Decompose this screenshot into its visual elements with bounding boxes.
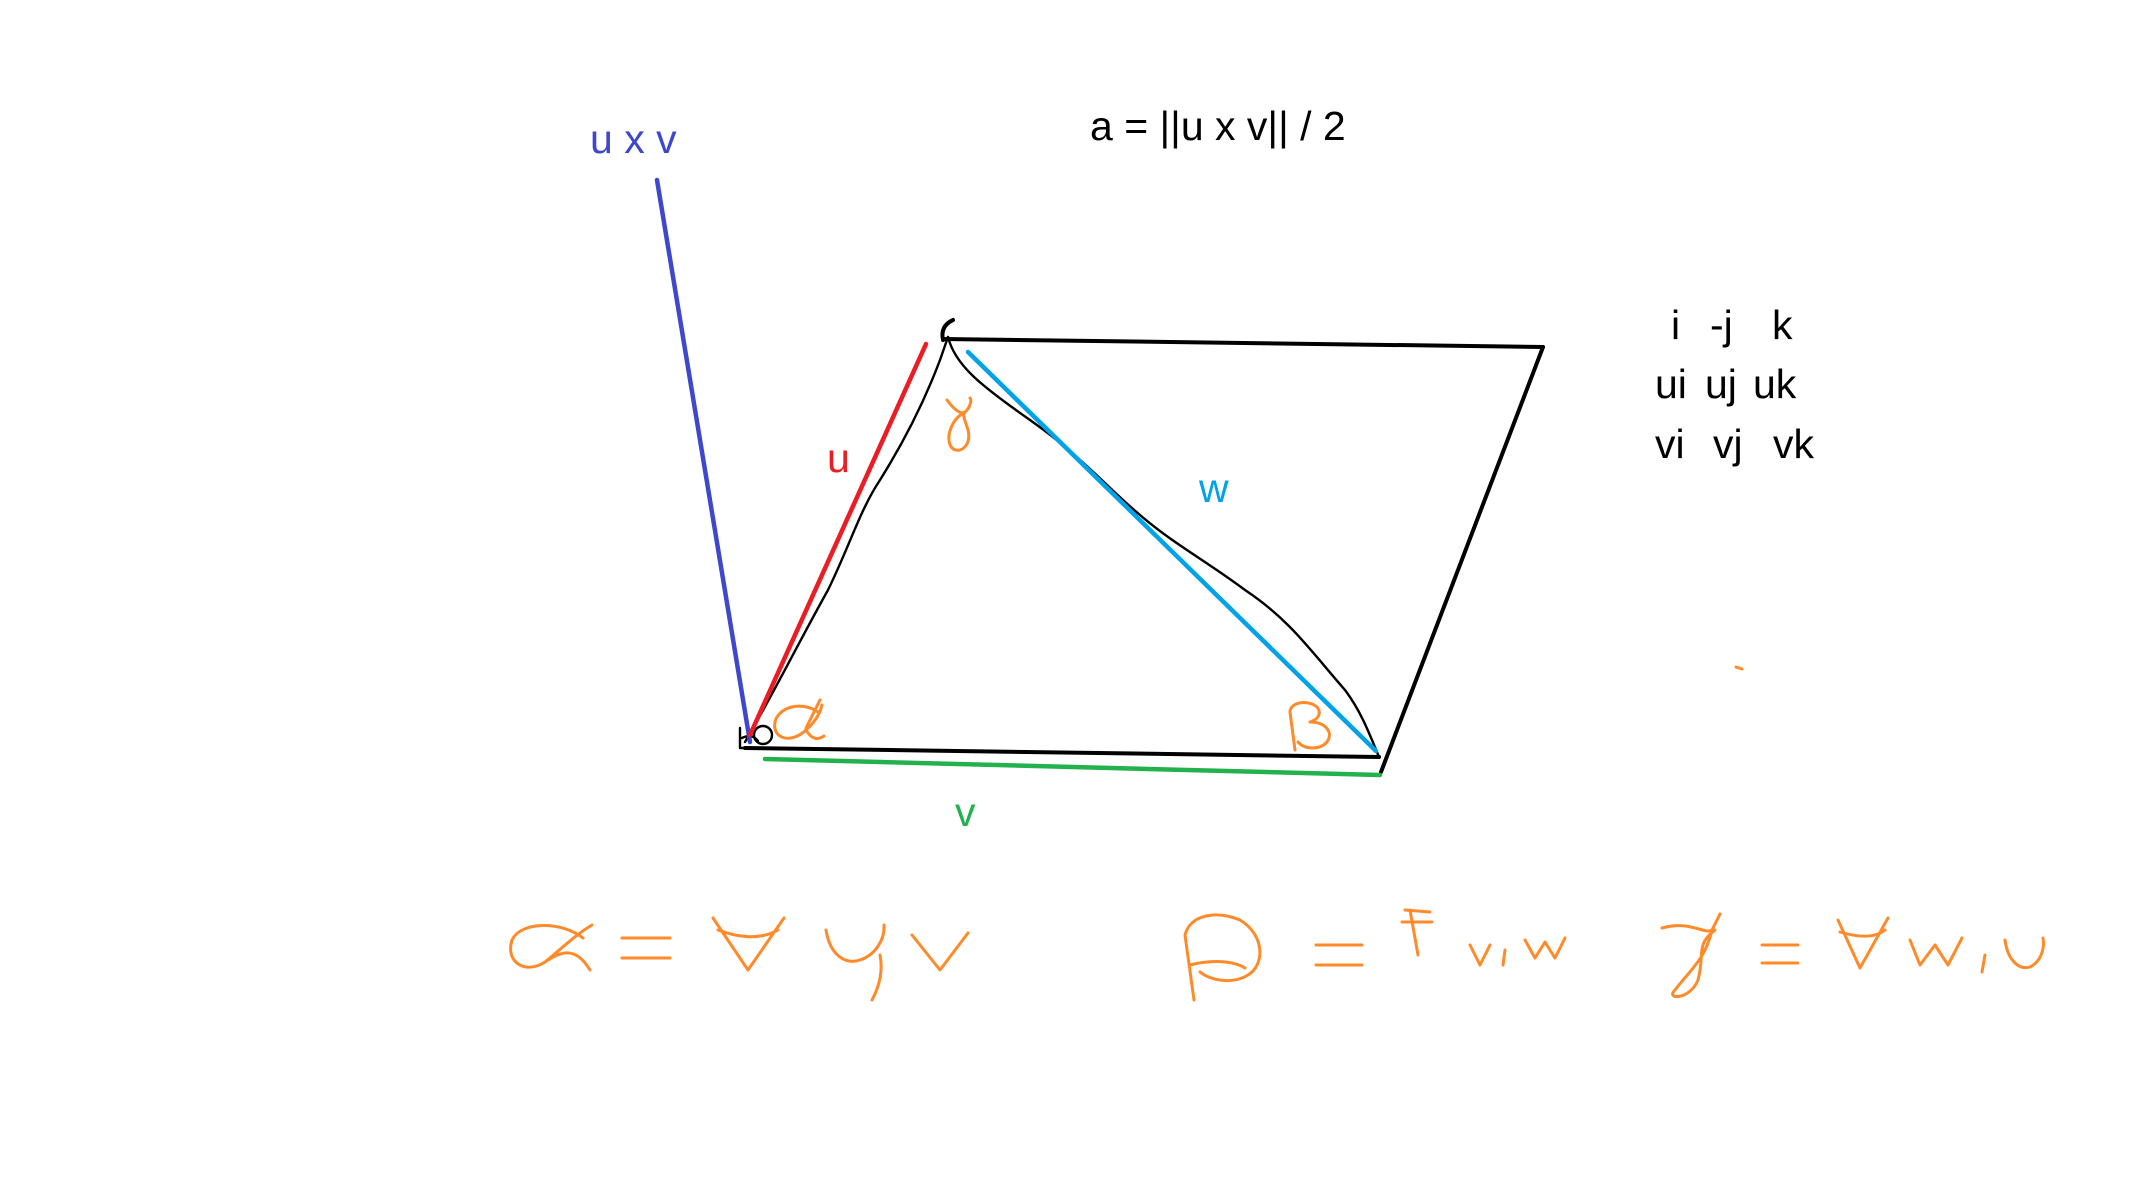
matrix-cell: k <box>1772 302 1793 348</box>
matrix-cell: uj <box>1705 361 1737 407</box>
stray-mark <box>1734 665 1744 671</box>
matrix-cell: -j <box>1710 302 1733 348</box>
u-vector <box>747 341 929 738</box>
matrix-cell: uk <box>1753 361 1797 407</box>
matrix-cell: i <box>1671 302 1680 348</box>
matrix-cell: vj <box>1713 421 1743 467</box>
w-vector <box>965 349 1379 754</box>
beta-definition <box>1183 908 1567 1002</box>
parallelogram <box>743 318 1545 774</box>
parallelogram-bottom-edge <box>743 746 1381 759</box>
u-label: u <box>827 435 850 481</box>
alpha-definition <box>509 916 970 1002</box>
area-formula: a = ||u x v|| / 2 <box>1090 103 1346 149</box>
vertex-circle <box>752 724 774 746</box>
gamma-definition <box>1660 912 2045 999</box>
cross-product-vector <box>654 177 753 745</box>
parallelogram-top-hook <box>940 318 955 342</box>
gamma-angle-mark <box>945 396 973 452</box>
cross-product-label: u x v <box>590 116 677 162</box>
parallelogram-top-edge <box>941 337 1545 349</box>
v-vector <box>762 756 1383 778</box>
beta-angle-mark <box>1288 701 1331 752</box>
triangle-left-trace <box>743 335 950 744</box>
triangle-diagonal-trace <box>946 335 1381 759</box>
parallelogram-right-edge <box>1379 345 1545 774</box>
alpha-angle-mark <box>773 698 826 740</box>
matrix-cell: vk <box>1773 421 1815 467</box>
v-label: v <box>955 789 976 835</box>
determinant-matrix: i -j k ui uj uk vi vj vk <box>1655 302 1815 467</box>
matrix-cell: ui <box>1655 361 1687 407</box>
w-label: w <box>1198 465 1229 511</box>
matrix-cell: vi <box>1655 421 1685 467</box>
